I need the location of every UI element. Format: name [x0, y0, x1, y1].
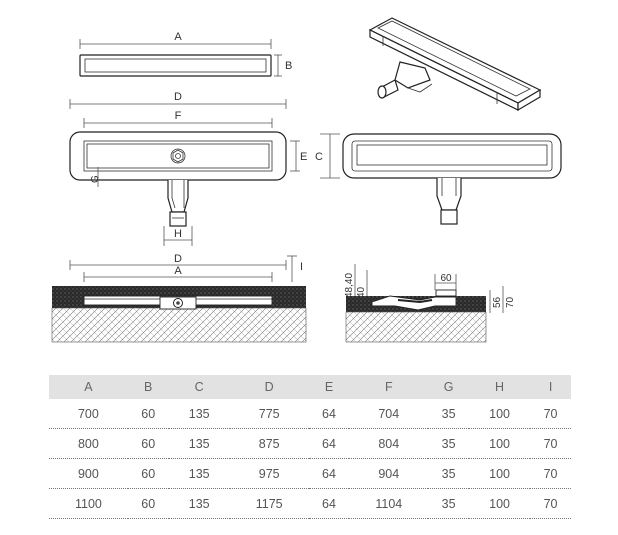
table-cell: 35 — [428, 399, 469, 429]
dim-text-48-40: 48,40 — [344, 273, 355, 298]
table-row: 1100 60 135 1175 64 1104 35 100 70 — [49, 488, 571, 519]
dim-label-d-section: D — [174, 253, 182, 265]
table-cell: 775 — [229, 399, 309, 429]
dim-label-a-section: A — [174, 265, 182, 277]
dim-label-e: E — [300, 151, 307, 163]
table-cell: 975 — [229, 458, 309, 489]
table-cell: 100 — [468, 428, 531, 459]
dim-label-c: C — [315, 151, 323, 163]
dim-label-d-top: D — [174, 91, 182, 103]
isometric-view — [368, 17, 542, 112]
dim-text-70: 70 — [505, 296, 516, 308]
table-cell: 875 — [229, 428, 309, 459]
cross-section: 48,40 40 60 56 70 — [344, 264, 516, 343]
dim-label-h: H — [174, 228, 182, 240]
table-cell: 700 — [49, 399, 128, 429]
longitudinal-section: D A I — [51, 253, 307, 343]
table-cell: 64 — [308, 428, 350, 459]
table-cell: 135 — [168, 428, 230, 459]
col-header-e: E — [308, 375, 350, 399]
table-cell: 135 — [168, 458, 230, 489]
col-header-d: D — [229, 375, 309, 399]
col-header-c: C — [168, 375, 230, 399]
dim-label-g: G — [90, 175, 101, 183]
table-cell: 1175 — [229, 488, 309, 519]
table-cell: 64 — [308, 399, 350, 429]
dim-label-i: I — [300, 261, 303, 273]
drain-flower-icon — [170, 148, 186, 164]
table-row: 800 60 135 875 64 804 35 100 70 — [49, 428, 571, 459]
table-cell: 135 — [168, 488, 230, 519]
col-header-g: G — [428, 375, 469, 399]
table-row: 900 60 135 975 64 904 35 100 70 — [49, 458, 571, 489]
dim-text-60: 60 — [440, 273, 452, 284]
table-cell: 35 — [428, 428, 469, 459]
table-cell: 1100 — [49, 488, 128, 519]
dim-label-f: F — [175, 110, 182, 122]
table-cell: 70 — [530, 488, 571, 519]
table-cell: 100 — [468, 488, 531, 519]
dim-label-b: B — [285, 60, 292, 72]
col-header-h: H — [468, 375, 531, 399]
dimensions-table: A B C D E F G H I 700 60 135 775 64 704 … — [49, 375, 571, 519]
table-cell: 100 — [468, 458, 531, 489]
dim-text-40: 40 — [356, 286, 367, 298]
grate-top-view: A B — [79, 31, 292, 77]
table-cell: 904 — [349, 458, 429, 489]
table-cell: 60 — [127, 428, 169, 459]
table-cell: 60 — [127, 399, 169, 429]
technical-drawing: A B D F — [51, 17, 562, 343]
channel-plan-view: D F E G H — [69, 91, 307, 246]
table-cell: 800 — [49, 428, 128, 459]
table-cell: 70 — [530, 428, 571, 459]
table-cell: 70 — [530, 399, 571, 429]
table-row: 700 60 135 775 64 704 35 100 70 — [49, 399, 571, 429]
table-cell: 60 — [127, 458, 169, 489]
col-header-i: I — [530, 375, 571, 399]
dim-text-56: 56 — [492, 296, 503, 308]
table-cell: 704 — [349, 399, 429, 429]
col-header-b: B — [127, 375, 169, 399]
table-cell: 35 — [428, 488, 469, 519]
table-cell: 804 — [349, 428, 429, 459]
dim-label-a-top: A — [174, 31, 182, 43]
table-cell: 1104 — [349, 488, 429, 519]
channel-end-view: C — [315, 133, 562, 225]
table-cell: 64 — [308, 458, 350, 489]
table-cell: 35 — [428, 458, 469, 489]
col-header-a: A — [49, 375, 128, 399]
table-cell: 900 — [49, 458, 128, 489]
table-cell: 100 — [468, 399, 531, 429]
table-cell: 70 — [530, 458, 571, 489]
table-header-row: A B C D E F G H I — [49, 375, 571, 399]
col-header-f: F — [349, 375, 429, 399]
table-cell: 64 — [308, 488, 350, 519]
table-cell: 60 — [127, 488, 169, 519]
table-cell: 135 — [168, 399, 230, 429]
